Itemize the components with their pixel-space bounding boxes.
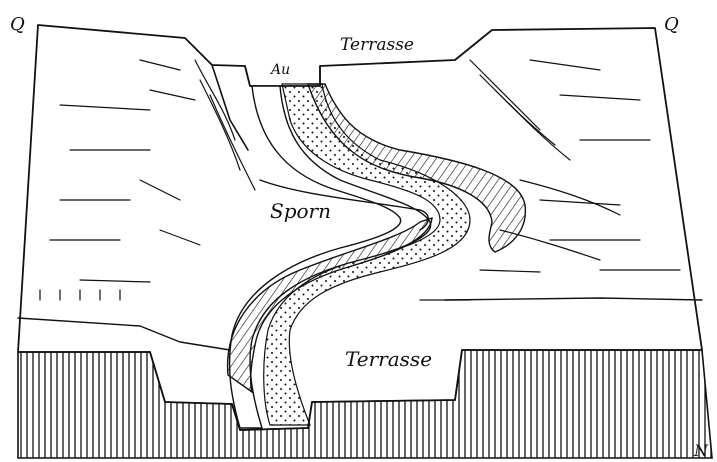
lower-terrace-left-edge [18, 318, 230, 350]
corner-label-top-left: Q [10, 14, 25, 35]
corner-label-bottom-right: N [693, 441, 709, 460]
label-terrasse-top: Terrasse [340, 35, 414, 55]
label-au: Au [269, 62, 290, 78]
label-sporn: Sporn [270, 199, 331, 223]
label-terrasse-bottom: Terrasse [345, 347, 432, 371]
lower-terrace-right-edge [445, 298, 702, 300]
gorge-left-wall [212, 65, 248, 150]
corner-label-top-right: Q [664, 14, 679, 35]
